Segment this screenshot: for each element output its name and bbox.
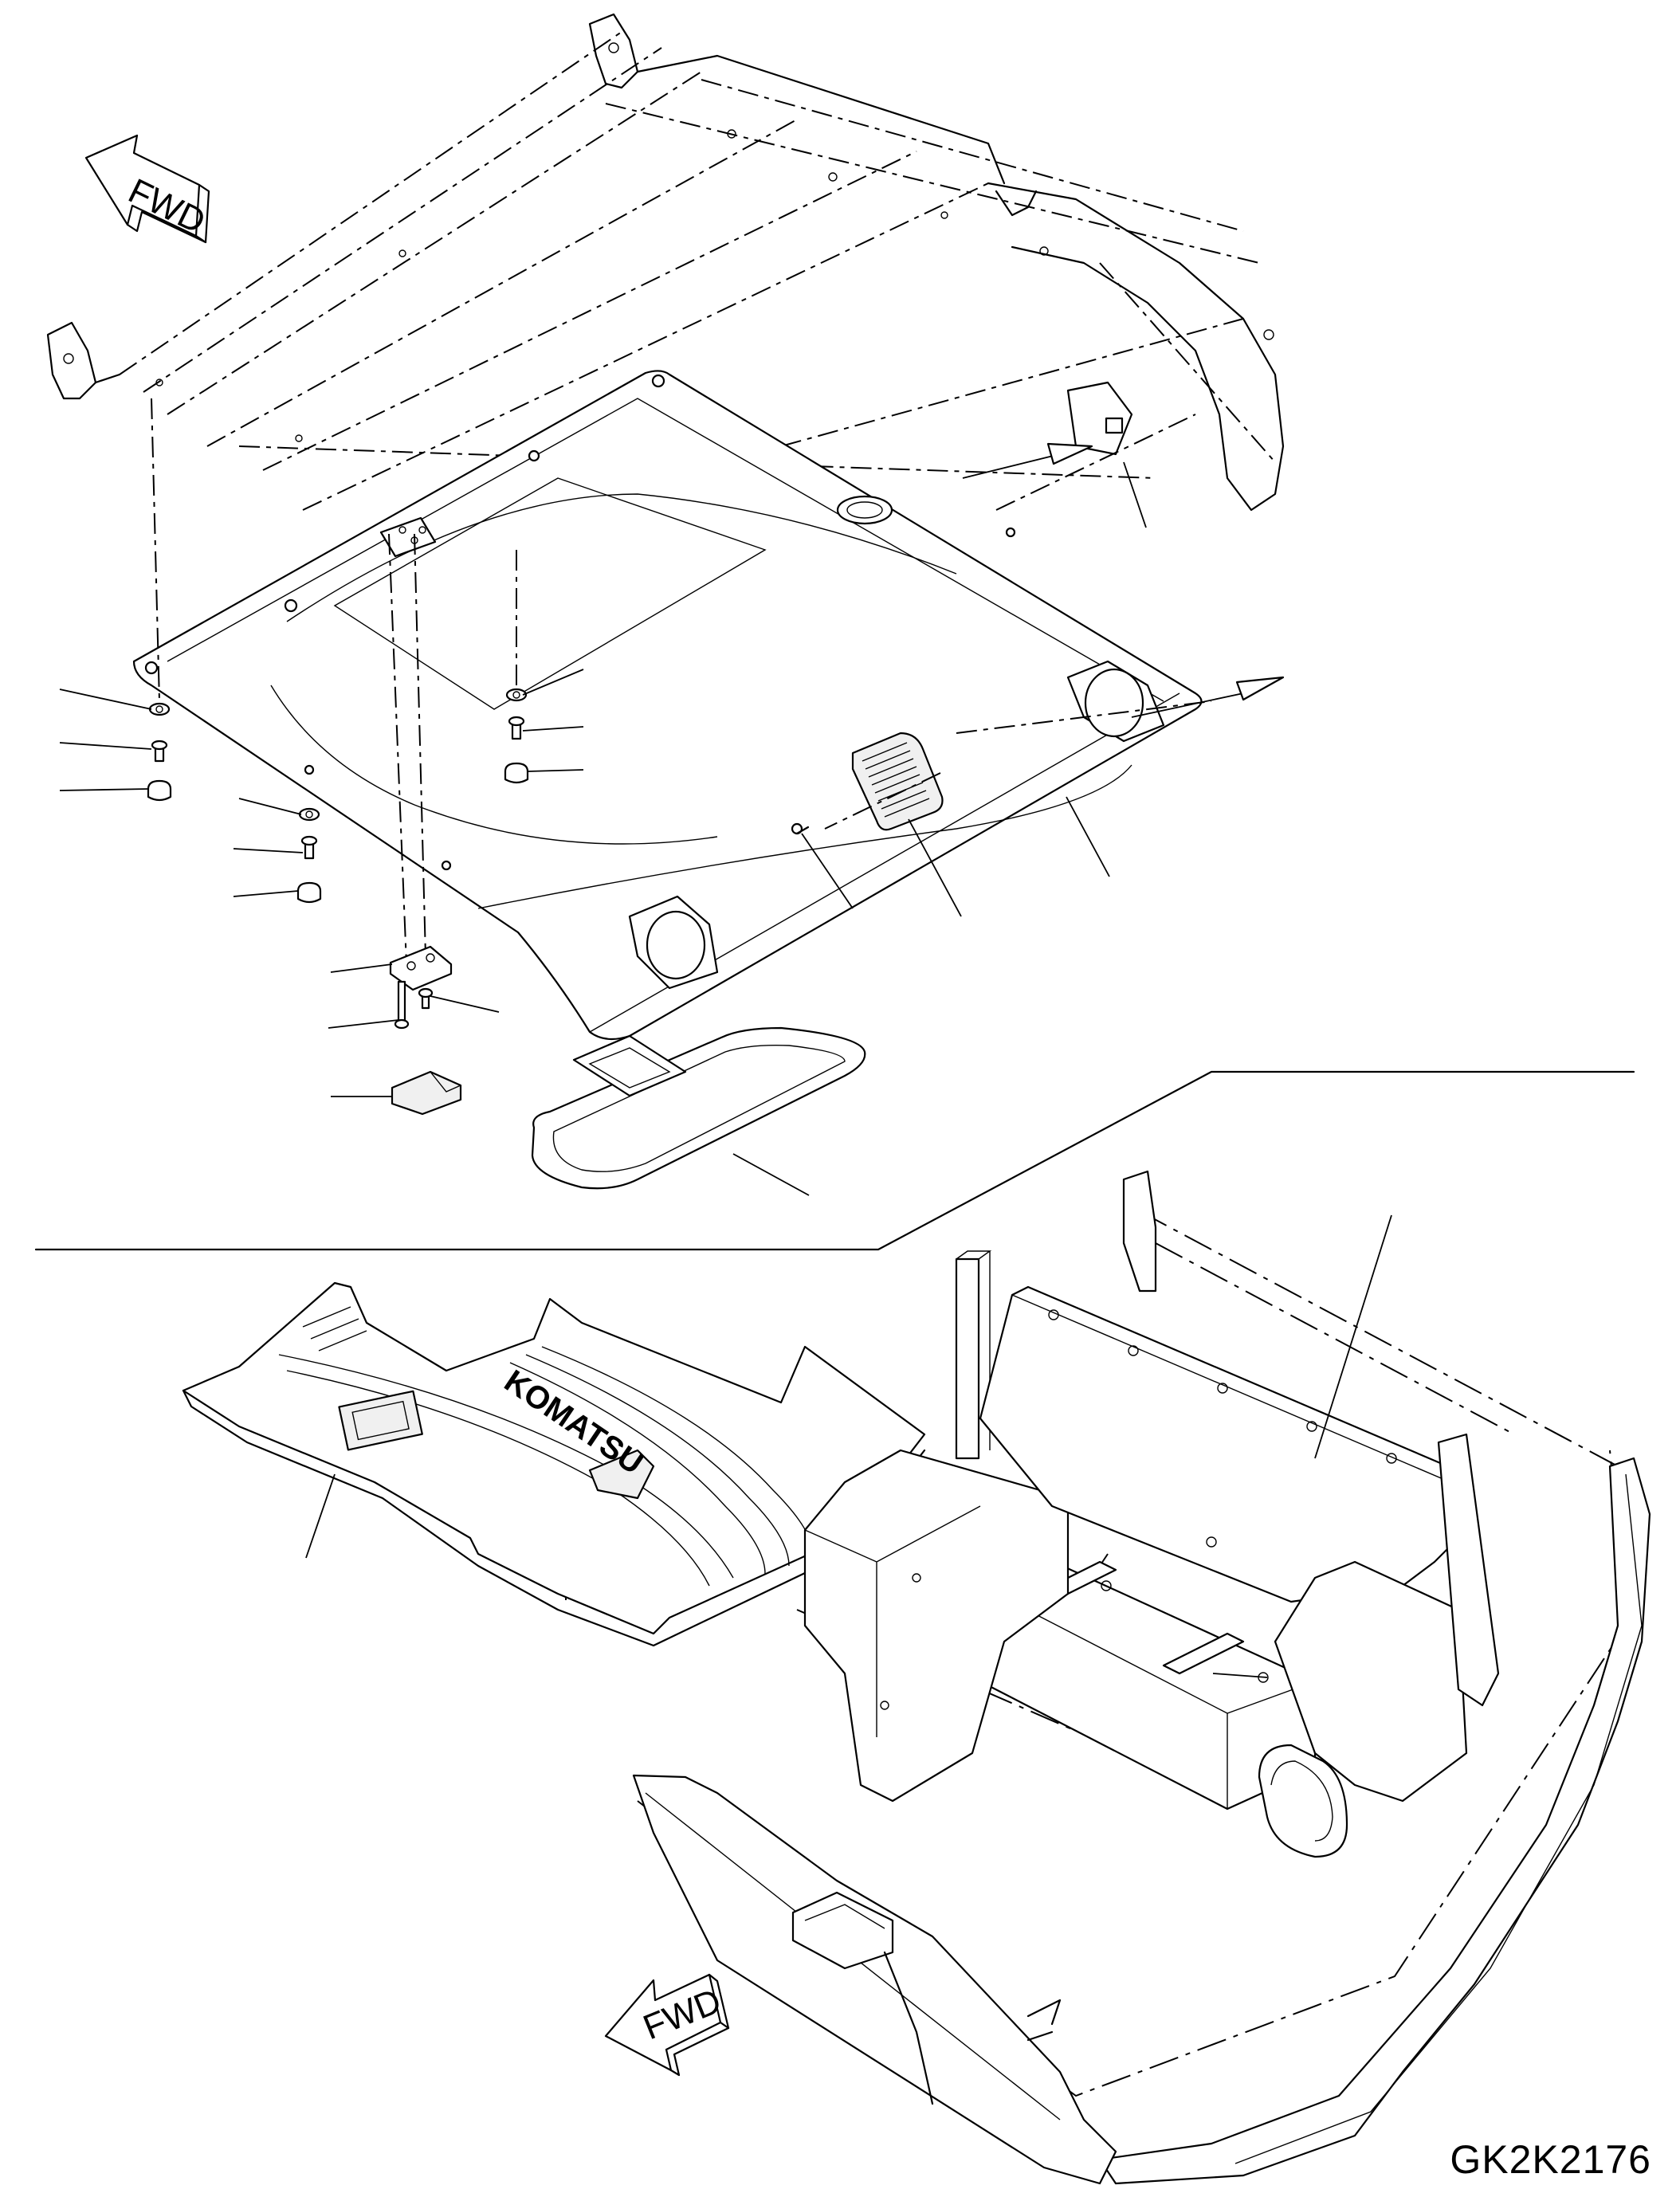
roof-headliner: [132, 370, 1203, 1041]
drawing-code: GK2K2176: [1450, 2137, 1651, 2182]
cab-roof-frame: [46, 13, 1285, 512]
storage-tray: [531, 1026, 866, 1190]
fwd-arrow-top: FWD: [84, 134, 211, 244]
hook-bracket-assembly: [389, 945, 462, 1116]
section-divider: [34, 1070, 1635, 1251]
fastener-set-left: [147, 688, 810, 904]
floor-mat: KOMATSU: [182, 1281, 926, 1647]
fwd-label-bottom: FWD: [638, 1981, 726, 2047]
leader-lines: [59, 445, 1392, 1678]
arrowhead-speaker: [1046, 442, 1093, 465]
cab-floor-frame: [632, 1170, 1651, 2185]
fwd-arrow-bottom: FWD: [604, 1973, 730, 2077]
arrowhead-vent: [1235, 676, 1285, 701]
